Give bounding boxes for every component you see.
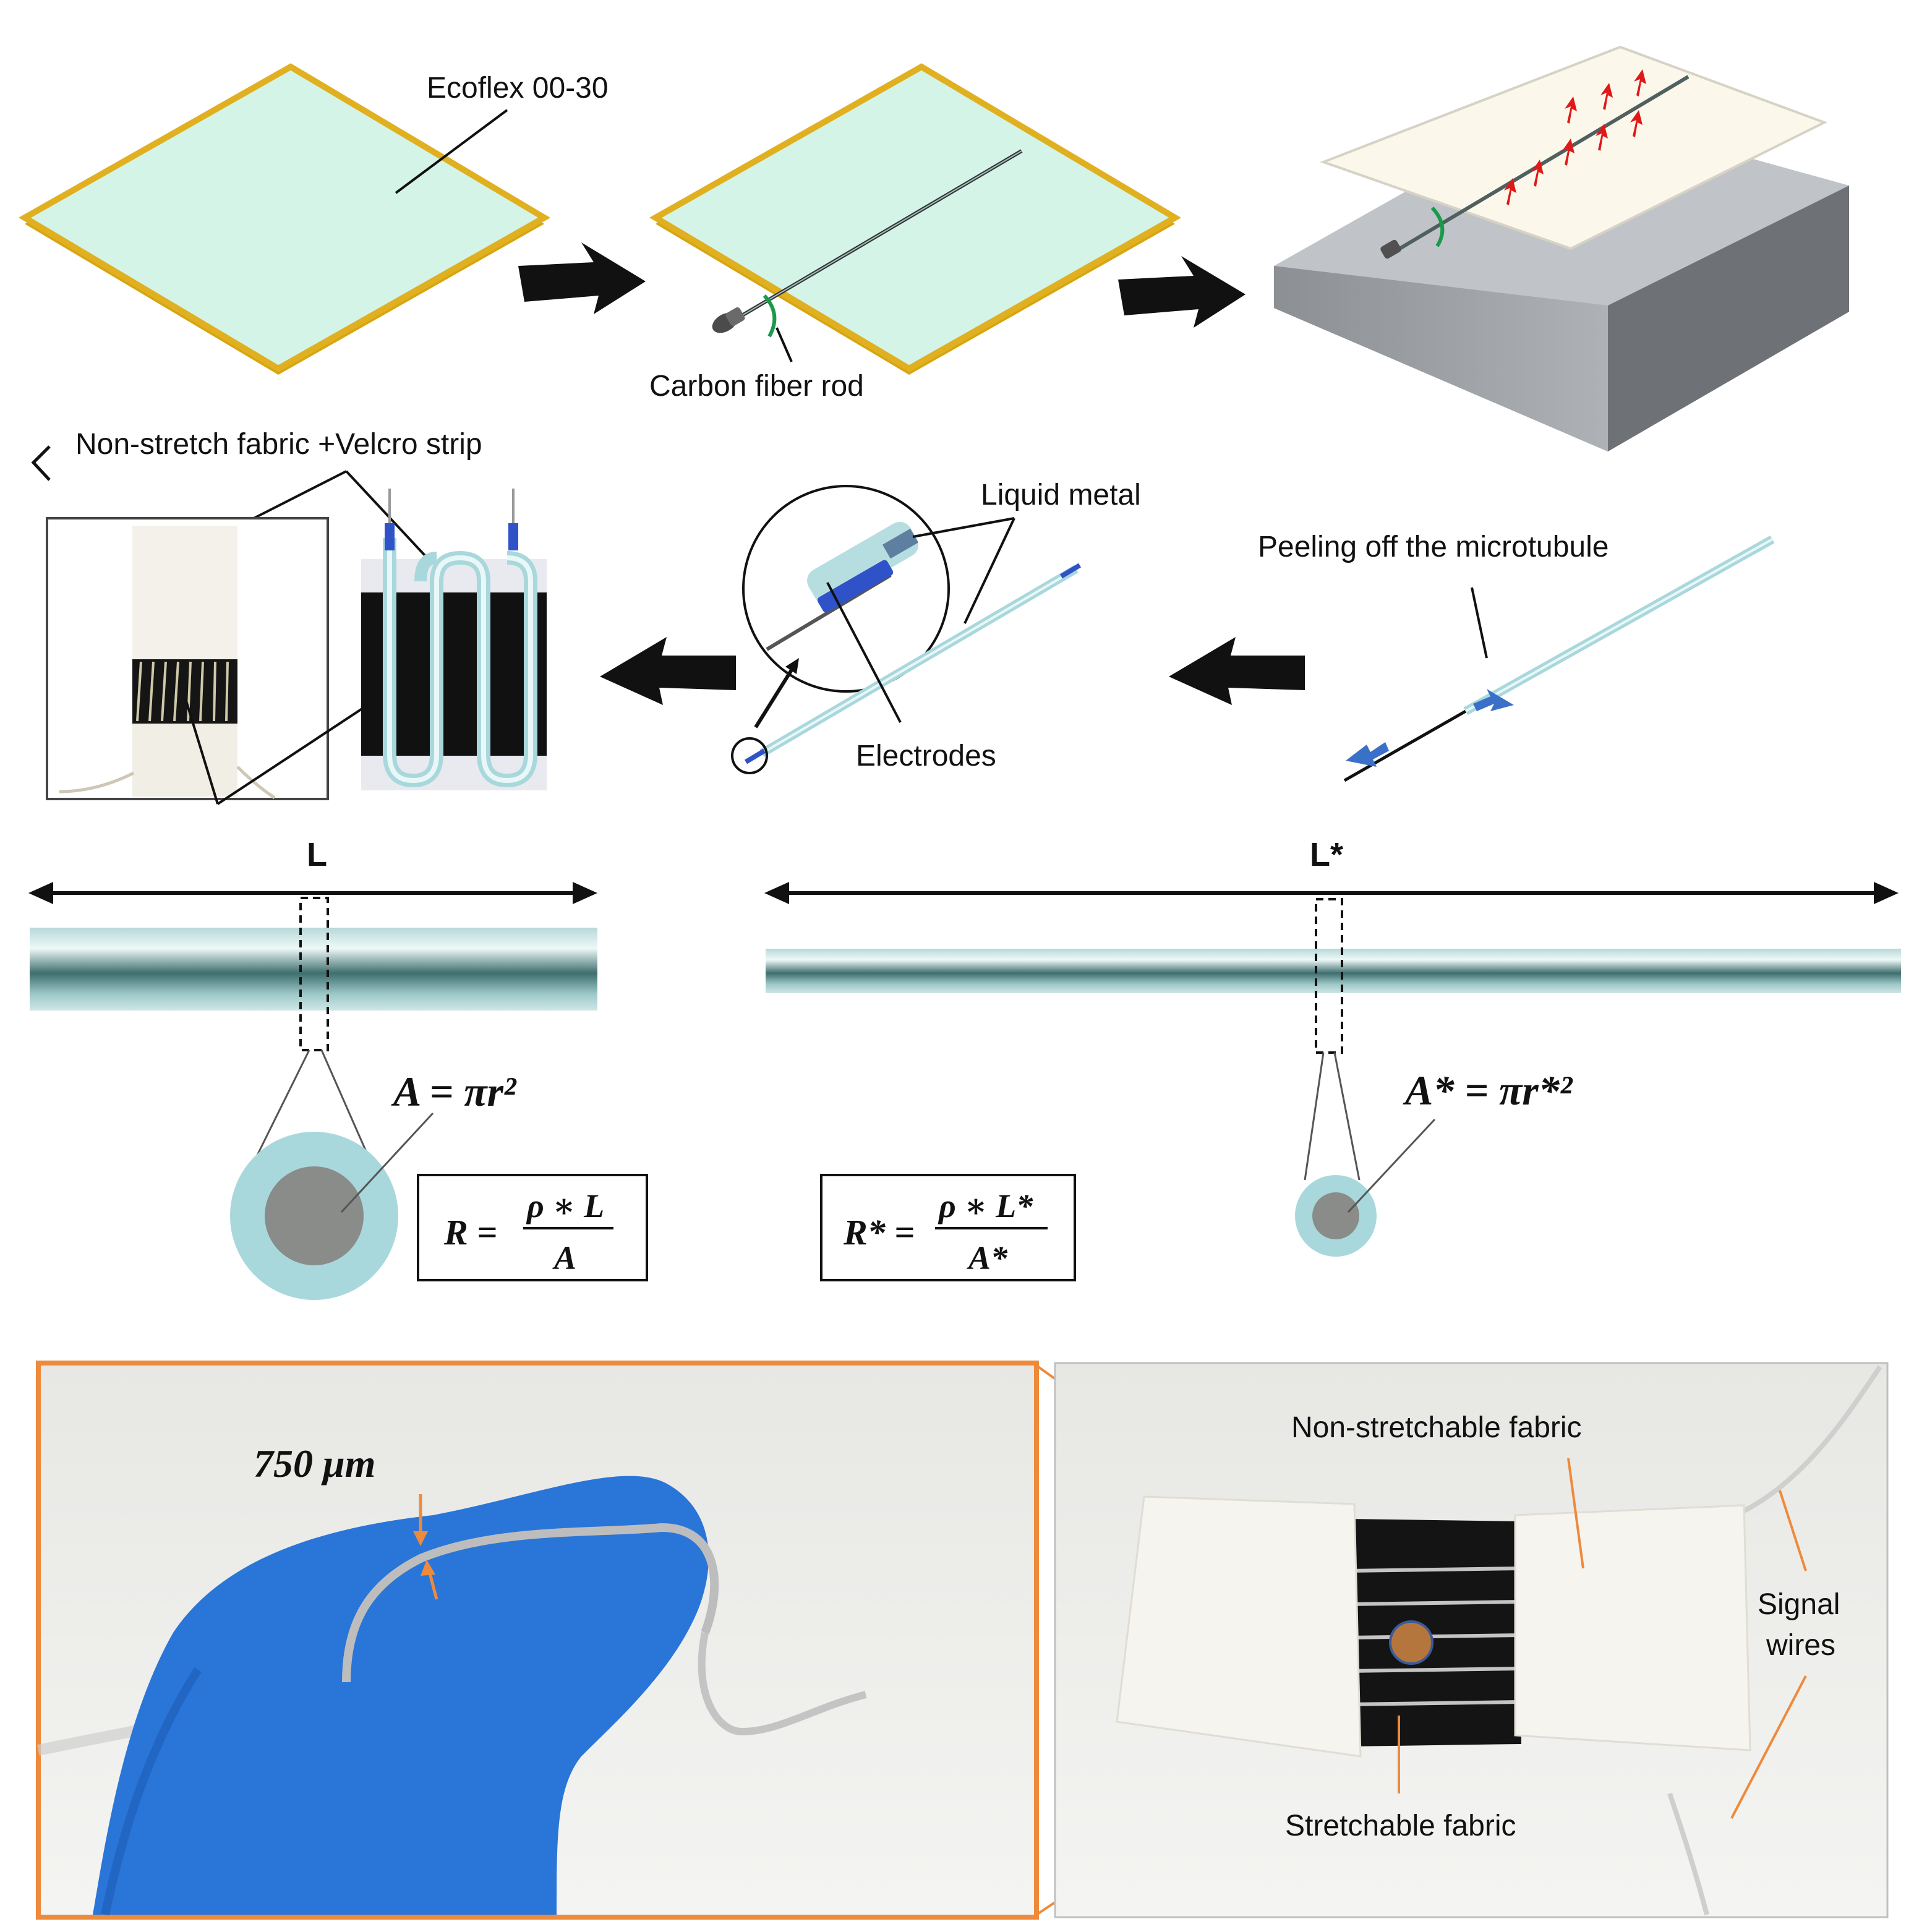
peeling-label: Peeling off the microtubule: [1258, 531, 1609, 563]
peeling-microtubule: [1343, 535, 1775, 782]
dimension-arrowhead: [573, 882, 597, 904]
resistance-denominator: A: [552, 1239, 576, 1276]
rotation-arrow-icon: [763, 294, 777, 338]
stretchable-label: Stretchable fabric: [1285, 1810, 1516, 1842]
dimension-arrowhead: [28, 882, 53, 904]
electrodes-leader: [826, 582, 902, 723]
sheet-with-rod: [649, 63, 1181, 375]
section-leader: [1333, 1052, 1361, 1181]
non-stretchable-label: Non-stretchable fabric: [1291, 1411, 1582, 1444]
area-star-leader: [1347, 1118, 1436, 1213]
heat-arrows-icon: [1504, 69, 1646, 205]
peel-arrow-icon: [1346, 689, 1514, 767]
process-arrow: [518, 242, 646, 314]
thick-tube: [30, 928, 597, 1011]
resistance-numerator: ρ ∗ L: [526, 1187, 604, 1225]
dimension-arrowhead: [764, 882, 789, 904]
curing-stage: [1274, 45, 1849, 451]
microtubule-electrodes: [731, 485, 1082, 774]
expand-icon: [31, 445, 51, 481]
resistance-star-lhs: R* =: [843, 1212, 915, 1252]
ecoflex-label: Ecoflex 00-30: [427, 72, 609, 105]
photo-leader-1: [184, 698, 219, 805]
process-arrow: [1118, 256, 1246, 328]
non-stretchable-leader: [1567, 1458, 1584, 1569]
resistance-star-numerator: ρ ∗ L*: [938, 1187, 1033, 1225]
signal-wires-leader: [1730, 1675, 1807, 1819]
process-arrow: [1169, 637, 1305, 705]
section-leader: [320, 1049, 372, 1163]
section-leader: [1304, 1052, 1325, 1181]
thin-tube: [766, 949, 1901, 993]
thickness-label: 750 μm: [254, 1442, 375, 1485]
serpentine-sensor-schematic: [361, 489, 547, 790]
resistance-lhs: R =: [443, 1212, 497, 1252]
section-marker: [299, 897, 329, 1051]
process-arrow: [600, 637, 736, 705]
thick-cross-section: [230, 1132, 398, 1300]
peeling-leader: [1471, 587, 1488, 659]
ecoflex-sheet: [19, 63, 550, 375]
section-leader: [252, 1049, 310, 1163]
section-marker: [1315, 898, 1343, 1054]
resistance-star-denominator: A*: [967, 1239, 1008, 1276]
area-formula: A = πr²: [391, 1068, 517, 1115]
liquid-metal-label: Liquid metal: [981, 479, 1141, 511]
carbon-rod-leader: [776, 327, 793, 362]
area-star-formula: A* = πr*²: [1403, 1067, 1573, 1114]
finger-photo: [36, 1361, 1039, 1920]
signal-wires-label-1: Signal: [1758, 1588, 1840, 1621]
liquid-metal-leader-1: [912, 517, 1015, 538]
electrodes-label: Electrodes: [856, 740, 996, 772]
liquid-metal-leader-2: [964, 518, 1015, 624]
signal-wires-leader: [1779, 1490, 1807, 1571]
carbon-rod-label: Carbon fiber rod: [649, 370, 864, 403]
thickness-arrows-icon: [413, 1494, 438, 1600]
resistance-formula-box: R = ρ ∗ L A: [417, 1174, 648, 1281]
ecoflex-leader: [395, 109, 508, 194]
dimension-arrowhead: [1874, 882, 1899, 904]
length-Lstar-label: L*: [1310, 836, 1343, 873]
sensor-band-photo: [1054, 1362, 1889, 1918]
velcro-label: Non-stretch fabric +Velcro strip: [75, 428, 482, 461]
resistance-star-formula-box: R* = ρ ∗ L* A*: [820, 1174, 1076, 1281]
signal-wires-label-2: wires: [1766, 1629, 1835, 1662]
thin-cross-section: [1295, 1175, 1377, 1257]
area-leader: [340, 1112, 434, 1213]
motor-chuck-icon: [712, 307, 745, 333]
length-L-label: L: [307, 836, 327, 873]
sensor-photo: [46, 517, 329, 800]
heating-plate: [1320, 45, 1828, 250]
